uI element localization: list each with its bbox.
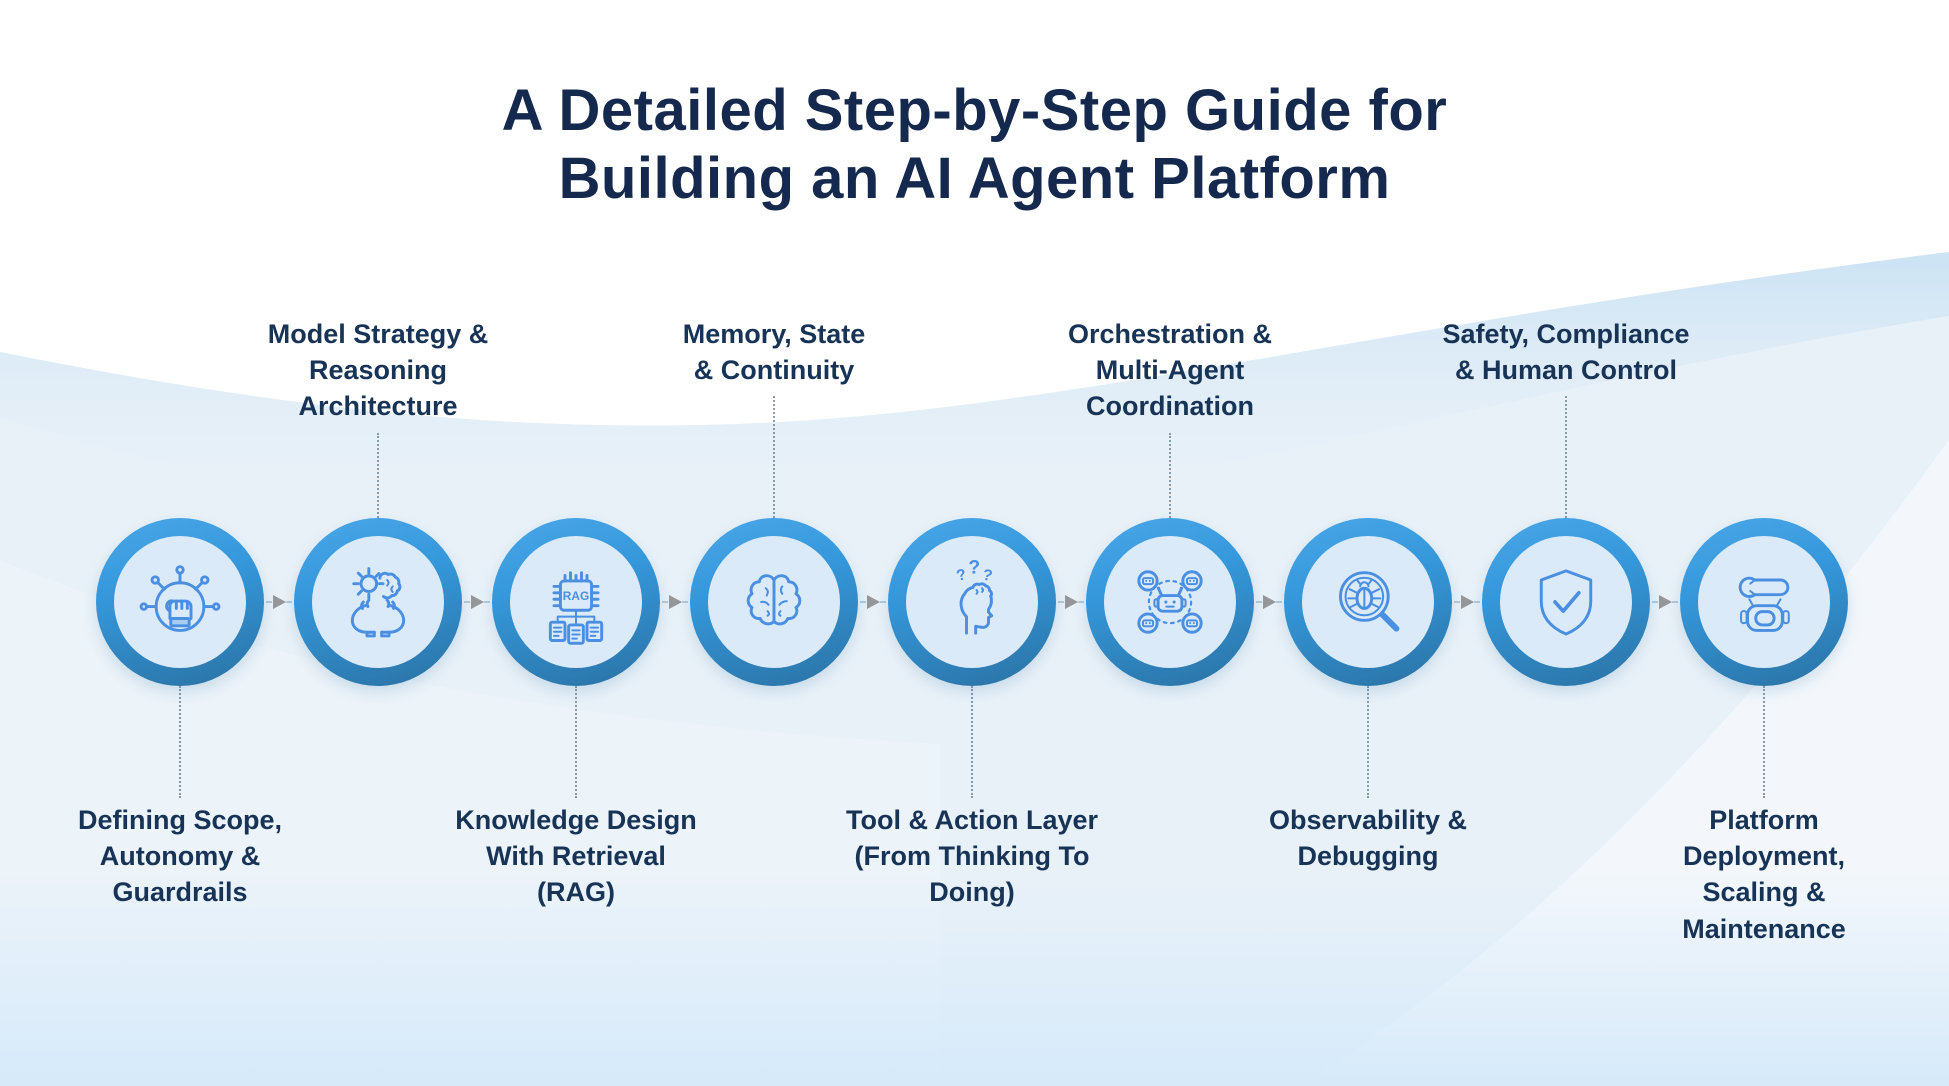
- step-circle: [1284, 518, 1452, 686]
- arrow-icon: [454, 595, 500, 609]
- arrow-icon: [1444, 595, 1490, 609]
- step-label: Safety, Compliance & Human Control: [1442, 319, 1690, 386]
- step-circle: [96, 518, 264, 686]
- step-safety-compliance: Safety, Compliance & Human Control: [1434, 316, 1698, 686]
- svg-text:RAG: RAG: [563, 589, 589, 603]
- arrow-icon: [1246, 595, 1292, 609]
- page-title: A Detailed Step-by-Step Guide for Buildi…: [501, 77, 1448, 211]
- step-defining-scope: Defining Scope, Autonomy & Guardrails: [48, 518, 312, 911]
- step-circle: ? ? ?: [888, 518, 1056, 686]
- step-circle: [1482, 518, 1650, 686]
- step-platform-deployment: Platform Deployment, Scaling & Maintenan…: [1632, 518, 1896, 947]
- connector-line: [1169, 432, 1171, 518]
- svg-text:?: ?: [955, 566, 968, 585]
- step-circle: [1680, 518, 1848, 686]
- connector-line: [1367, 686, 1369, 798]
- rag-chip-icon: RAG: [548, 571, 604, 645]
- connector-line: [1763, 686, 1765, 798]
- arrow-icon: [1642, 595, 1688, 609]
- arrow-icon: [850, 595, 896, 609]
- step-tool-action-layer: ? ? ? Tool & Action Layer (From Thinking…: [840, 518, 1104, 911]
- thinking-head-icon: ? ? ?: [955, 558, 994, 635]
- step-label: Orchestration & Multi-Agent Coordination: [1067, 319, 1273, 422]
- fist-network-icon: [139, 565, 221, 632]
- wrench-robot-icon: [1738, 576, 1790, 632]
- svg-text:?: ?: [968, 558, 980, 579]
- step-memory-state: Memory, State & Continuity: [642, 316, 906, 686]
- step-model-strategy: Model Strategy & Reasoning Architecture: [246, 316, 510, 686]
- arrow-icon: [1048, 595, 1094, 609]
- connector-line: [377, 432, 379, 518]
- arrow-icon: [256, 595, 302, 609]
- hands-gear-brain-icon: [350, 567, 406, 638]
- step-label: Model Strategy & Reasoning Architecture: [267, 319, 489, 422]
- connector-line: [179, 686, 181, 798]
- step-label: Memory, State & Continuity: [682, 319, 866, 386]
- step-knowledge-design: RAG Knowledge Design With Retrieval (RAG…: [444, 518, 708, 911]
- bug-magnifier-icon: [1339, 571, 1400, 632]
- connector-line: [773, 396, 775, 518]
- step-circle: [1086, 518, 1254, 686]
- step-label: Tool & Action Layer (From Thinking To Do…: [845, 805, 1099, 908]
- step-circle: [690, 518, 858, 686]
- brain-icon: [746, 574, 802, 626]
- step-label: Knowledge Design With Retrieval (RAG): [455, 805, 697, 908]
- arrow-icon: [652, 595, 698, 609]
- step-circle: [294, 518, 462, 686]
- connector-line: [971, 686, 973, 798]
- step-orchestration: Orchestration & Multi-Agent Coordination: [1038, 316, 1302, 686]
- shield-check-icon: [1539, 569, 1593, 636]
- connector-line: [1565, 396, 1567, 518]
- connector-line: [575, 686, 577, 798]
- svg-text:?: ?: [981, 566, 994, 585]
- step-label: Defining Scope, Autonomy & Guardrails: [77, 805, 283, 908]
- step-observability: Observability & Debugging: [1236, 518, 1500, 874]
- step-circle: RAG: [492, 518, 660, 686]
- multi-agent-icon: [1137, 570, 1203, 634]
- step-label: Observability & Debugging: [1268, 805, 1468, 872]
- step-label: Platform Deployment, Scaling & Maintenan…: [1682, 805, 1846, 944]
